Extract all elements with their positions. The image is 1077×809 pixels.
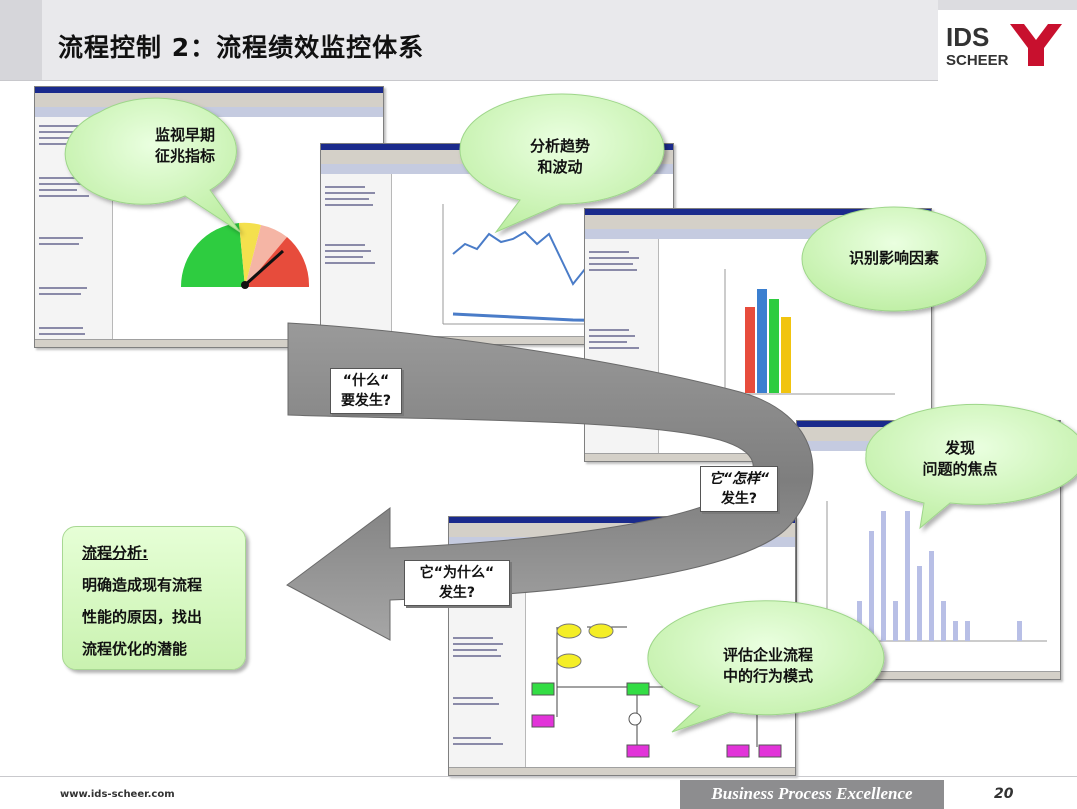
bubble-3-text: 识别影响因素 — [848, 249, 939, 267]
ids-scheer-logo: IDS SCHEER — [944, 20, 1066, 70]
analysis-line-2: 性能的原因，找出 — [82, 608, 203, 626]
footer-url[interactable]: www.ids-scheer.com — [60, 789, 175, 800]
bubble-2-text: 分析趋势和波动 — [529, 137, 590, 176]
histogram-chart — [826, 501, 1047, 642]
factor-bar-chart — [724, 269, 895, 395]
analysis-box — [62, 526, 246, 670]
bubble-1 — [64, 97, 241, 233]
bubble-5 — [647, 600, 885, 733]
footer-banner-text: Business Process Excellence — [711, 784, 913, 803]
bubble-3 — [801, 206, 987, 312]
logo-mark-icon — [1010, 24, 1062, 66]
logo-line2: SCHEER — [946, 52, 1009, 69]
page-number: 20 — [994, 786, 1014, 802]
bubble-5-text: 评估企业流程中的行为模式 — [722, 646, 813, 685]
header-bar — [0, 0, 938, 81]
gauge-chart — [180, 222, 310, 289]
bubble-4-text: 发现问题的焦点 — [922, 439, 998, 478]
label-how: 它“怎样“发生? — [700, 466, 778, 512]
analysis-title: 流程分析: — [82, 544, 148, 562]
bubble-2 — [459, 93, 665, 234]
label-why: 它“为什么“发生? — [404, 560, 510, 606]
bubble-1-text: 监视早期征兆指标 — [154, 126, 215, 165]
page-title: 流程控制 2：流程绩效监控体系 — [58, 33, 425, 62]
header-left-strip — [0, 0, 42, 80]
footer-banner — [680, 780, 944, 809]
label-what: “什么“要发生? — [330, 368, 402, 414]
bubble-4 — [865, 403, 1077, 530]
analysis-line-1: 明确造成现有流程 — [82, 576, 203, 594]
analysis-line-3: 流程优化的潜能 — [82, 640, 188, 658]
footer-line — [0, 776, 1077, 777]
logo-line1: IDS — [946, 22, 989, 52]
